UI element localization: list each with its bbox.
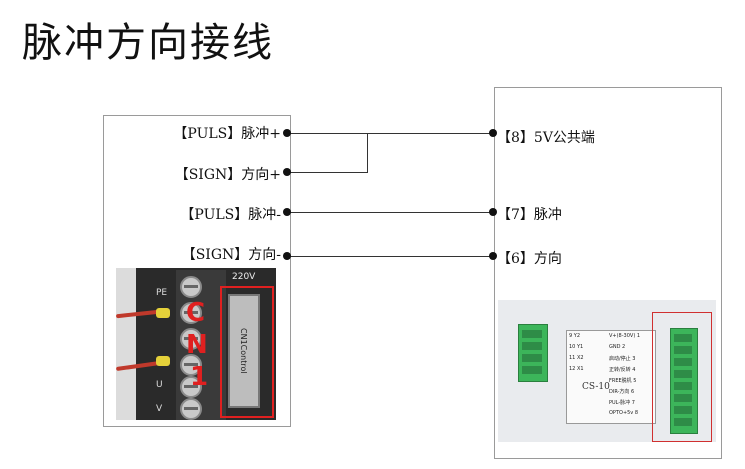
pin-row: GND 2 [609, 344, 626, 350]
pin-table: V+(8-30V) 1 GND 2 启动/停止 3 正转/反转 4 FREE脱机… [566, 330, 656, 424]
screw-icon [180, 398, 202, 420]
terminal-pin [674, 334, 692, 342]
pin-label-sign-minus: 【SIGN】方向- [181, 247, 281, 263]
terminal-pin [674, 370, 692, 378]
pin-label-puls-plus: 【PULS】脉冲+ [173, 126, 281, 142]
pin-label-direction: 【6】方向 [497, 251, 562, 267]
terminal-dot [283, 208, 291, 216]
wire-sign-minus [287, 256, 493, 257]
pin-row: 启动/停止 3 [609, 356, 636, 362]
terminal-pin [522, 366, 542, 374]
drive-voltage: 220V [232, 272, 256, 282]
terminal-pin [674, 406, 692, 414]
terminal-dot [283, 168, 291, 176]
cn-letter-c: C [186, 298, 206, 328]
pin-label-puls-minus: 【PULS】脉冲- [180, 207, 281, 223]
controller-model: CS-10 [582, 382, 610, 392]
terminal-dot [283, 129, 291, 137]
drive-casing [116, 268, 136, 420]
terminal-pin [674, 418, 692, 426]
wire-junction-vertical [367, 133, 368, 173]
terminal-pin [522, 330, 542, 338]
pin-row: 11 X2 [569, 355, 584, 361]
cn1-highlight-box [220, 286, 274, 418]
controller-photo: V+(8-30V) 1 GND 2 启动/停止 3 正转/反转 4 FREE脱机… [498, 300, 716, 442]
screw-icon [180, 276, 202, 298]
screw-icon [180, 328, 202, 350]
wire-sign-plus [287, 172, 367, 173]
terminal-pin [674, 358, 692, 366]
terminal-pin [674, 382, 692, 390]
pin-label-pulse: 【7】脉冲 [497, 207, 562, 223]
pin-label-5v-common: 【8】5V公共端 [497, 130, 595, 146]
pin-row: 12 X1 [569, 366, 584, 372]
terminal-dot [489, 252, 497, 260]
screw-icon [180, 376, 202, 398]
terminal-pin [522, 342, 542, 350]
cn1-connector [228, 294, 260, 408]
wire-puls-plus [287, 133, 493, 134]
terminal-dot [489, 129, 497, 137]
drive-terminal-v: V [156, 404, 163, 414]
terminal-dot [489, 208, 497, 216]
drive-photo: PE U V 220V CN1Control C N 1 [116, 268, 276, 420]
pin-row: DIR-方向 6 [609, 389, 635, 395]
page-title: 脉冲方向接线 [22, 20, 274, 66]
pin-label-sign-plus: 【SIGN】方向+ [174, 167, 281, 183]
screw-icon [180, 354, 202, 376]
terminal-dot [283, 252, 291, 260]
cn-letter-n: N [186, 330, 208, 360]
terminal-pin [674, 346, 692, 354]
pin-row: 正转/反转 4 [609, 367, 636, 373]
screw-icon [180, 302, 202, 324]
drive-terminal-pe: PE [156, 288, 168, 298]
pin-row: OPTO+5v 8 [609, 410, 639, 416]
pin-row: PUL-脉冲 7 [609, 400, 635, 406]
cn1-connector-label: CN1Control [239, 328, 248, 374]
terminal-pin [522, 354, 542, 362]
terminal-block-right [670, 328, 698, 434]
cn-letter-1: 1 [190, 362, 209, 392]
pin-row: V+(8-30V) 1 [609, 333, 641, 339]
pin-row: FREE脱机 5 [609, 378, 637, 384]
terminal-pin [674, 394, 692, 402]
wire-ferrule [156, 356, 170, 366]
terminal-highlight-box [652, 312, 712, 442]
pin-row: 9 Y2 [569, 333, 581, 339]
wire-puls-minus [287, 212, 493, 213]
wire-ferrule [156, 308, 170, 318]
drive-terminal-u: U [156, 380, 163, 390]
pin-row: 10 Y1 [569, 344, 584, 350]
